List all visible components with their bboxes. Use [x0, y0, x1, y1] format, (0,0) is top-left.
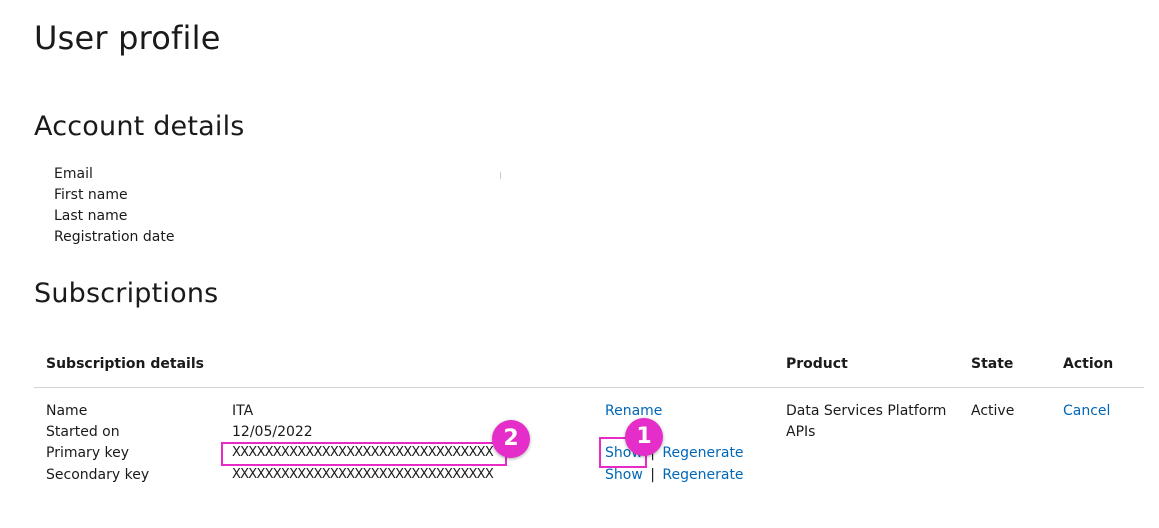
- cancel-subscription-link[interactable]: Cancel: [1063, 403, 1111, 419]
- table-header-divider: [34, 387, 1144, 388]
- column-header-subscription-details: Subscription details: [46, 356, 204, 372]
- name-label: Name: [46, 403, 88, 419]
- show-secondary-key-link[interactable]: Show: [605, 467, 643, 483]
- email-value: [500, 172, 501, 179]
- product-name-line-1: Data Services Platform: [786, 403, 947, 419]
- page-title: User profile: [34, 19, 221, 57]
- registration-date-label: Registration date: [54, 229, 175, 245]
- subscriptions-heading: Subscriptions: [34, 278, 219, 309]
- column-header-state: State: [971, 356, 1014, 372]
- rename-link[interactable]: Rename: [605, 403, 663, 419]
- regenerate-secondary-key-link[interactable]: Regenerate: [662, 467, 744, 483]
- column-header-product: Product: [786, 356, 848, 372]
- last-name-label: Last name: [54, 208, 128, 224]
- regenerate-primary-key-link[interactable]: Regenerate: [662, 445, 744, 461]
- first-name-label: First name: [54, 187, 128, 203]
- actions-separator: |: [650, 467, 655, 483]
- primary-key-highlight: [221, 442, 507, 466]
- started-on-value: 12/05/2022: [232, 424, 313, 440]
- step-2-badge: 2: [492, 420, 530, 458]
- status-badge: Active: [971, 403, 1015, 419]
- subscription-name-value: ITA: [232, 403, 254, 419]
- secondary-key-value: XXXXXXXXXXXXXXXXXXXXXXXXXXXXXXXX: [232, 467, 494, 482]
- product-name-line-2: APIs: [786, 424, 816, 440]
- started-on-label: Started on: [46, 424, 120, 440]
- step-1-badge: 1: [625, 418, 663, 456]
- primary-key-label: Primary key: [46, 445, 130, 461]
- secondary-key-actions: Show | Regenerate: [605, 467, 744, 483]
- column-header-action: Action: [1063, 356, 1114, 372]
- account-details-heading: Account details: [34, 111, 245, 142]
- primary-key-value: XXXXXXXXXXXXXXXXXXXXXXXXXXXXXXXX: [232, 445, 494, 460]
- email-label: Email: [54, 166, 93, 182]
- secondary-key-label: Secondary key: [46, 467, 150, 483]
